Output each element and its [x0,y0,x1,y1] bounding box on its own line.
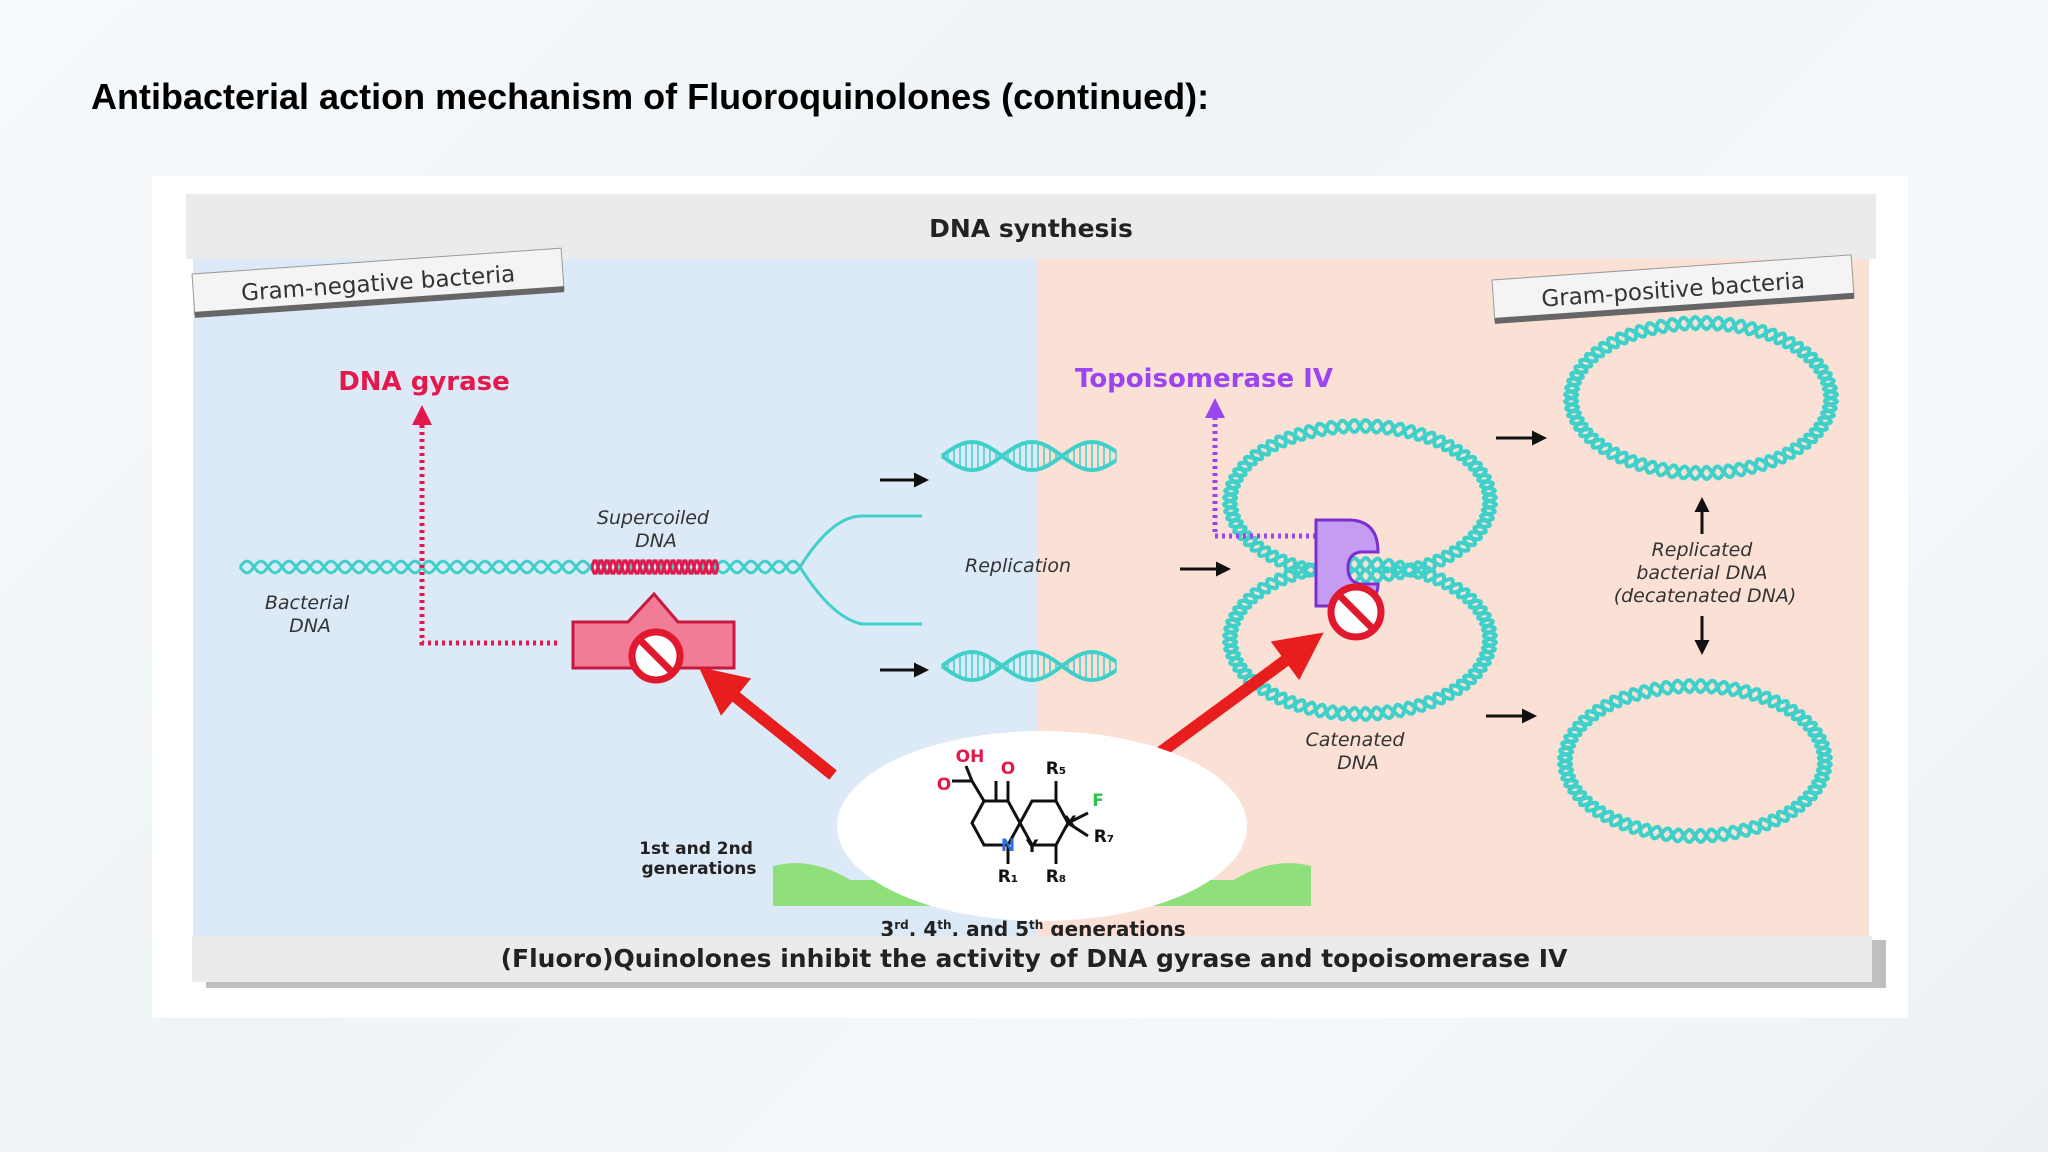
dna-gyrase-label: DNA gyrase [338,367,510,397]
carbonyl-o-label: O [1001,759,1015,779]
catenated-dna-ring-top [1221,418,1499,584]
r8-label: R₈ [1046,867,1067,887]
header-label: DNA synthesis [929,214,1133,243]
topo-inhibition-icon [1327,583,1385,641]
arrow-quinolone-to-topo [1157,632,1324,757]
replication-fork-top [798,514,922,568]
r7-label: R₇ [1094,827,1115,847]
gyrase-inhibition-icon [628,628,684,684]
nitrogen-label: N [1001,836,1015,856]
topoisomerase-label: Topoisomerase IV [1075,364,1333,394]
oh-label: OH [956,747,985,767]
replication-label: Replication [965,555,1071,577]
bacterial-dna-label: Bacterial DNA [265,592,355,637]
replication-fork-bottom [798,566,922,626]
gram-positive-tag: Gram-positive bacteria [1491,254,1855,324]
quinolone-structure [952,765,1089,864]
footer-bar [192,936,1872,982]
daughter-dna-top [940,439,1118,473]
r1-label: R₁ [998,867,1019,887]
figure-card: DNA synthesis Gram-negative bacteria Gra… [152,176,1908,1018]
r5-label: R₅ [1046,759,1067,779]
gram-negative-tag: Gram-negative bacteria [191,247,565,318]
slide-title: Antibacterial action mechanism of Fluoro… [91,76,1210,117]
catenated-dna-label: Catenated DNA [1306,729,1411,774]
fluoroquinolone-mechanism-diagram: DNA synthesis Gram-negative bacteria Gra… [186,194,1886,988]
gyrase-pointer-line [412,405,557,646]
fluorine-label: F [1092,791,1104,811]
supercoiled-dna-segment [590,559,720,575]
replicated-dna-label: Replicated bacterial DNA (decatenated DN… [1614,539,1797,607]
replicated-dna-ring-top [1562,315,1840,481]
acid-o-label: O [937,775,951,795]
topo-pointer-line [1205,398,1316,539]
early-generations-label: 1st and 2nd generations [639,839,759,879]
supercoiled-dna-label: Supercoiled DNA [597,507,715,552]
header-bar [186,194,1876,259]
x-atom-label: X [1063,813,1076,833]
daughter-dna-bottom [940,649,1118,683]
replicated-dna-ring-bottom [1556,678,1834,844]
quinolone-structure-backdrop [837,731,1247,921]
quinolone-atom-labels: OH O O N R₁ R₅ R₇ R₈ F X Y [937,747,1115,887]
footer-caption: (Fluoro)Quinolones inhibit the activity … [501,944,1568,973]
y-atom-label: Y [1025,837,1039,857]
arrow-quinolone-to-gyrase [698,666,837,780]
catenated-dna-ring-bottom [1221,556,1499,722]
